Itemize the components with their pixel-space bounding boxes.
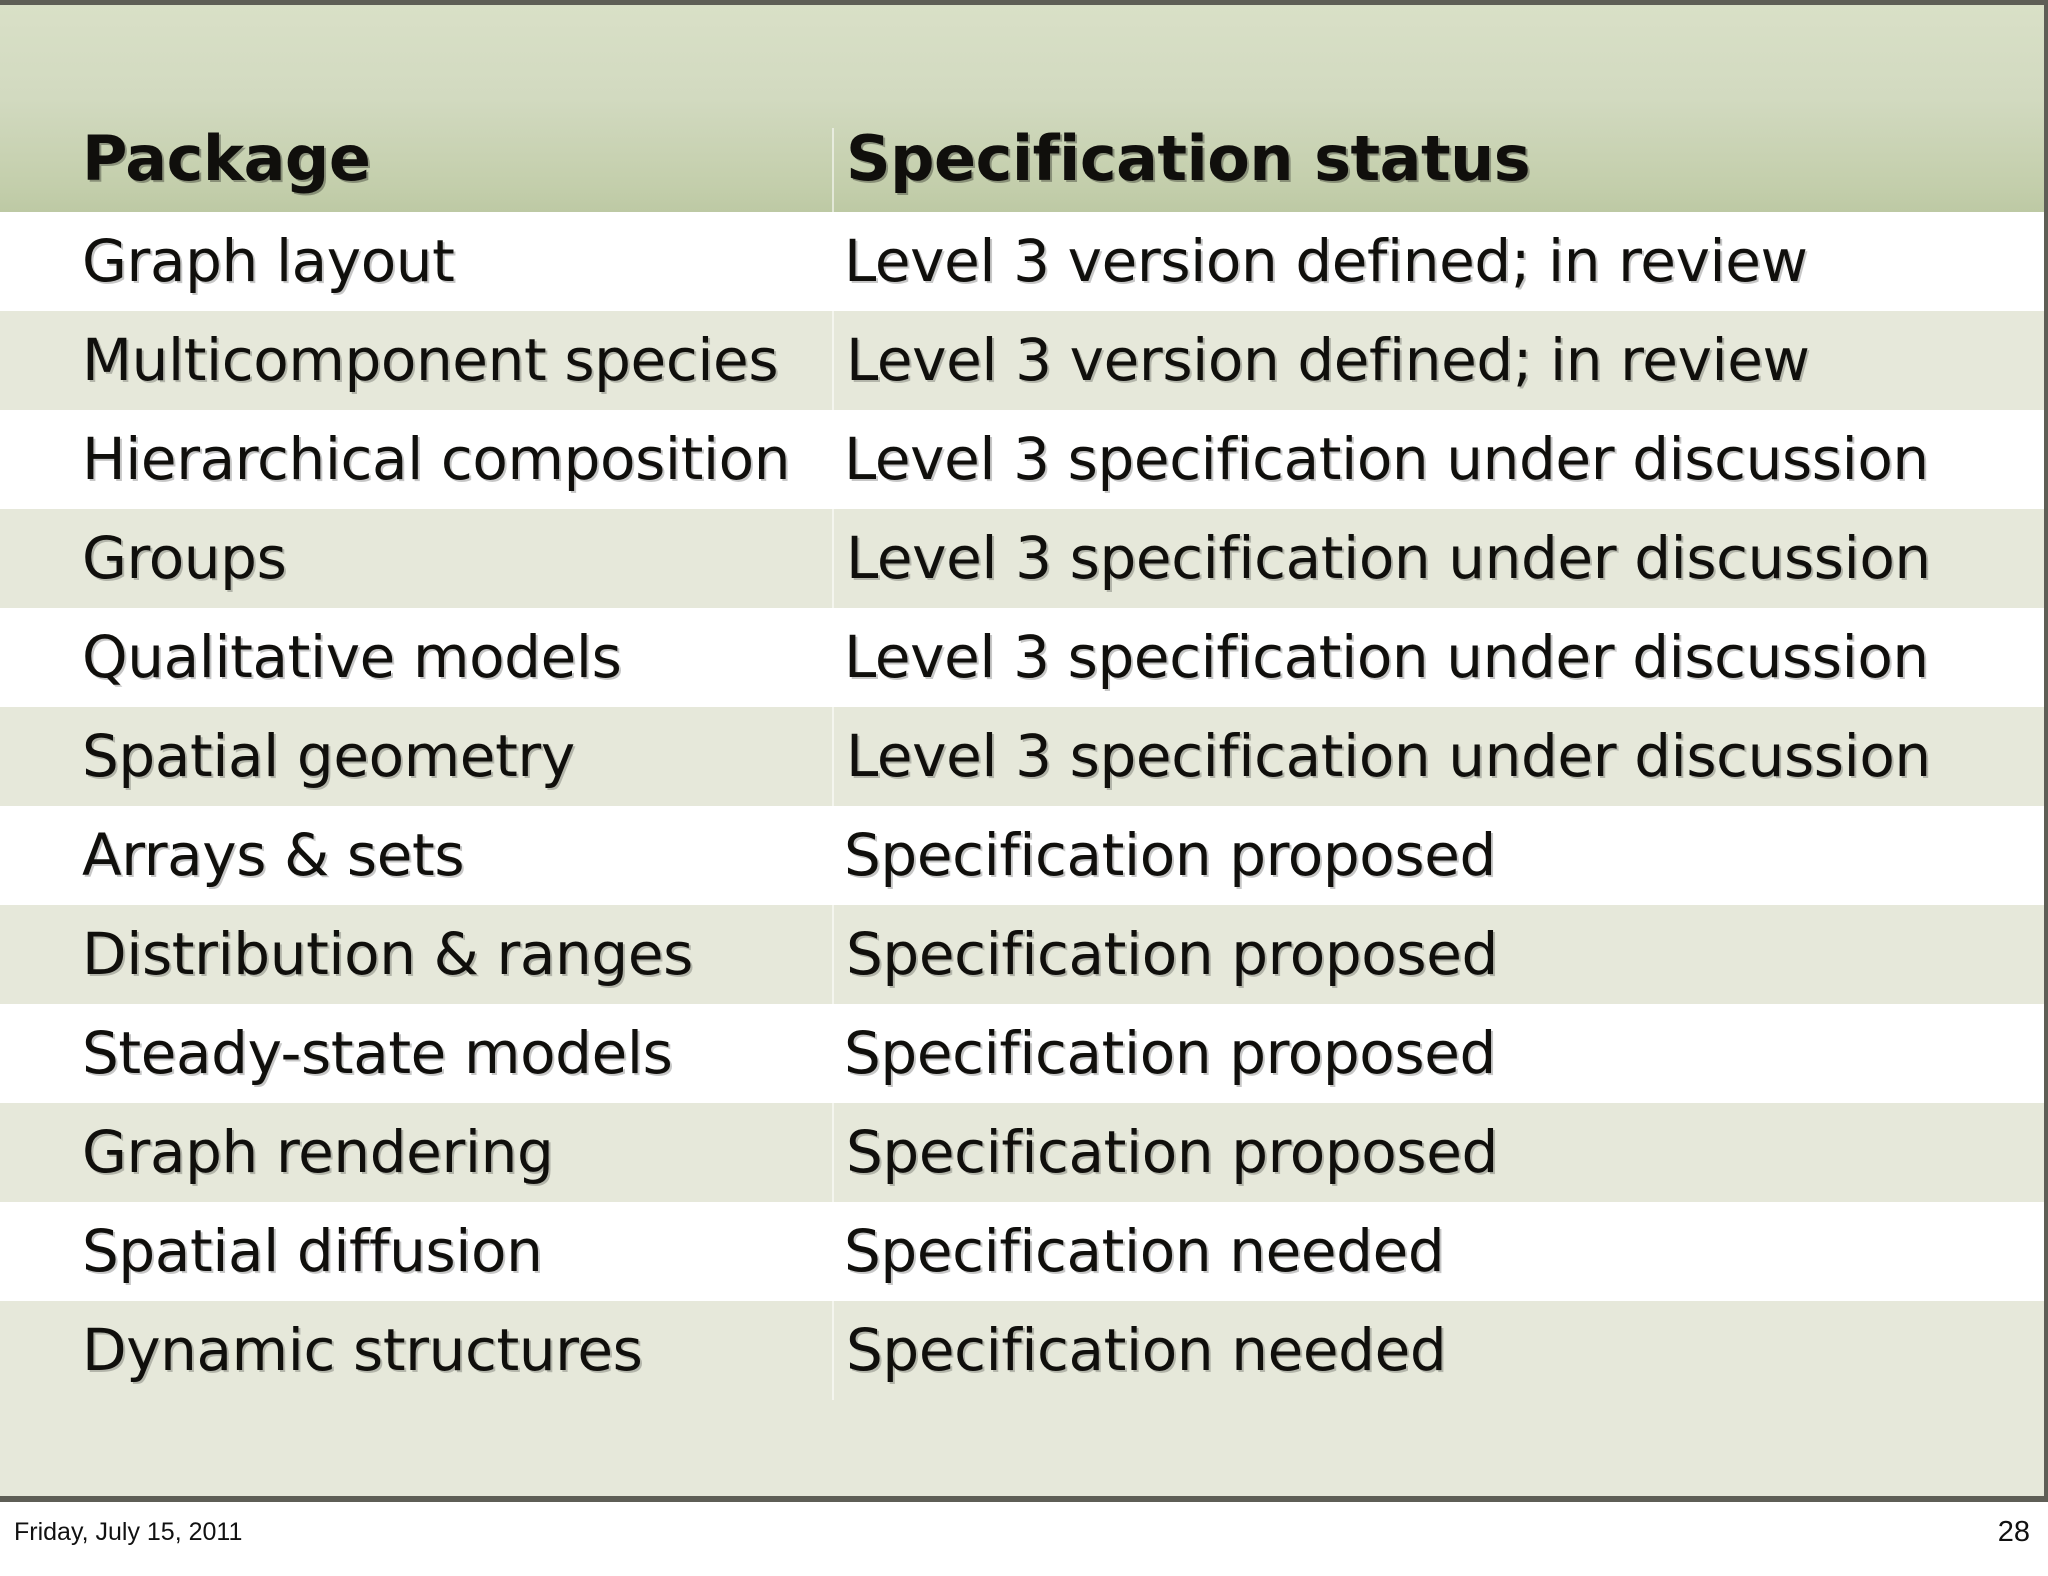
table-row: Distribution & ranges Specification prop… bbox=[0, 905, 2044, 1004]
table-row: Arrays & sets Specification proposed bbox=[0, 806, 2044, 905]
cell-status: Specification needed bbox=[832, 1301, 2044, 1400]
cell-status: Level 3 specification under discussion bbox=[844, 425, 1929, 493]
table-row: Qualitative models Level 3 specification… bbox=[0, 608, 2044, 707]
table-row: Graph rendering Specification proposed bbox=[0, 1103, 2044, 1202]
cell-package: Qualitative models bbox=[82, 623, 622, 691]
cell-status: Level 3 version defined; in review bbox=[844, 227, 1808, 295]
cell-status: Level 3 specification under discussion bbox=[832, 509, 2044, 608]
cell-status: Level 3 version defined; in review bbox=[832, 311, 2044, 410]
table-row: Spatial geometry Level 3 specification u… bbox=[0, 707, 2044, 806]
cell-package: Steady-state models bbox=[82, 1019, 673, 1087]
column-header-package: Package bbox=[82, 128, 371, 195]
footer-page-number: 28 bbox=[1997, 1516, 2030, 1548]
cell-package: Multicomponent species bbox=[82, 326, 779, 394]
table-row: Dynamic structures Specification needed bbox=[0, 1301, 2044, 1496]
cell-package: Distribution & ranges bbox=[82, 920, 693, 988]
cell-status: Specification proposed bbox=[832, 1103, 2044, 1202]
cell-package: Arrays & sets bbox=[82, 821, 465, 889]
slide-footer: Friday, July 15, 2011 28 bbox=[0, 1502, 2048, 1576]
cell-package: Hierarchical composition bbox=[82, 425, 791, 493]
cell-status: Specification needed bbox=[844, 1217, 1445, 1285]
table-row: Groups Level 3 specification under discu… bbox=[0, 509, 2044, 608]
table-row: Steady-state models Specification propos… bbox=[0, 1004, 2044, 1103]
package-status-table: Package Specification status Graph layou… bbox=[0, 0, 2048, 1502]
table-row: Hierarchical composition Level 3 specifi… bbox=[0, 410, 2044, 509]
column-header-specification-status: Specification status bbox=[832, 128, 2044, 212]
table-row: Graph layout Level 3 version defined; in… bbox=[0, 212, 2044, 311]
cell-status: Specification proposed bbox=[844, 1019, 1496, 1087]
footer-date: Friday, July 15, 2011 bbox=[14, 1518, 243, 1546]
table-row: Multicomponent species Level 3 version d… bbox=[0, 311, 2044, 410]
cell-status: Level 3 specification under discussion bbox=[844, 623, 1929, 691]
cell-package: Spatial geometry bbox=[82, 722, 575, 790]
cell-package: Graph rendering bbox=[82, 1118, 554, 1186]
cell-status: Specification proposed bbox=[844, 821, 1496, 889]
cell-package: Graph layout bbox=[82, 227, 455, 295]
cell-status: Specification proposed bbox=[832, 905, 2044, 1004]
cell-package: Groups bbox=[82, 524, 287, 592]
cell-status: Level 3 specification under discussion bbox=[832, 707, 2044, 806]
cell-package: Dynamic structures bbox=[82, 1316, 643, 1384]
table-row: Spatial diffusion Specification needed bbox=[0, 1202, 2044, 1301]
cell-package: Spatial diffusion bbox=[82, 1217, 543, 1285]
table-header-row: Package Specification status bbox=[0, 5, 2044, 212]
